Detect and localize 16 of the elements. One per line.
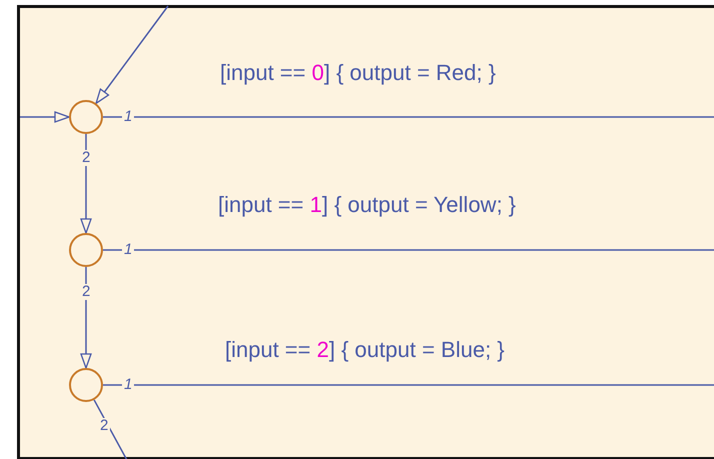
transition-label: [input == 1] { output = Yellow; } — [218, 192, 516, 218]
transition-line — [103, 116, 714, 118]
execution-order-number: 2 — [80, 150, 92, 166]
transition-line — [103, 249, 714, 251]
transition-arrow — [20, 111, 70, 123]
transition-arrow — [80, 267, 92, 369]
execution-order-number: 2 — [80, 284, 92, 300]
transition-label: [input == 0] { output = Red; } — [220, 60, 496, 86]
junction-circle — [69, 100, 103, 134]
transition-line — [103, 384, 714, 386]
junction-circle — [69, 368, 103, 402]
junction-circle — [69, 233, 103, 267]
transition-label: [input == 2] { output = Blue; } — [225, 337, 505, 363]
transition-arrow — [80, 134, 92, 234]
transition-line — [93, 400, 129, 459]
transition-arrow — [95, 6, 169, 104]
